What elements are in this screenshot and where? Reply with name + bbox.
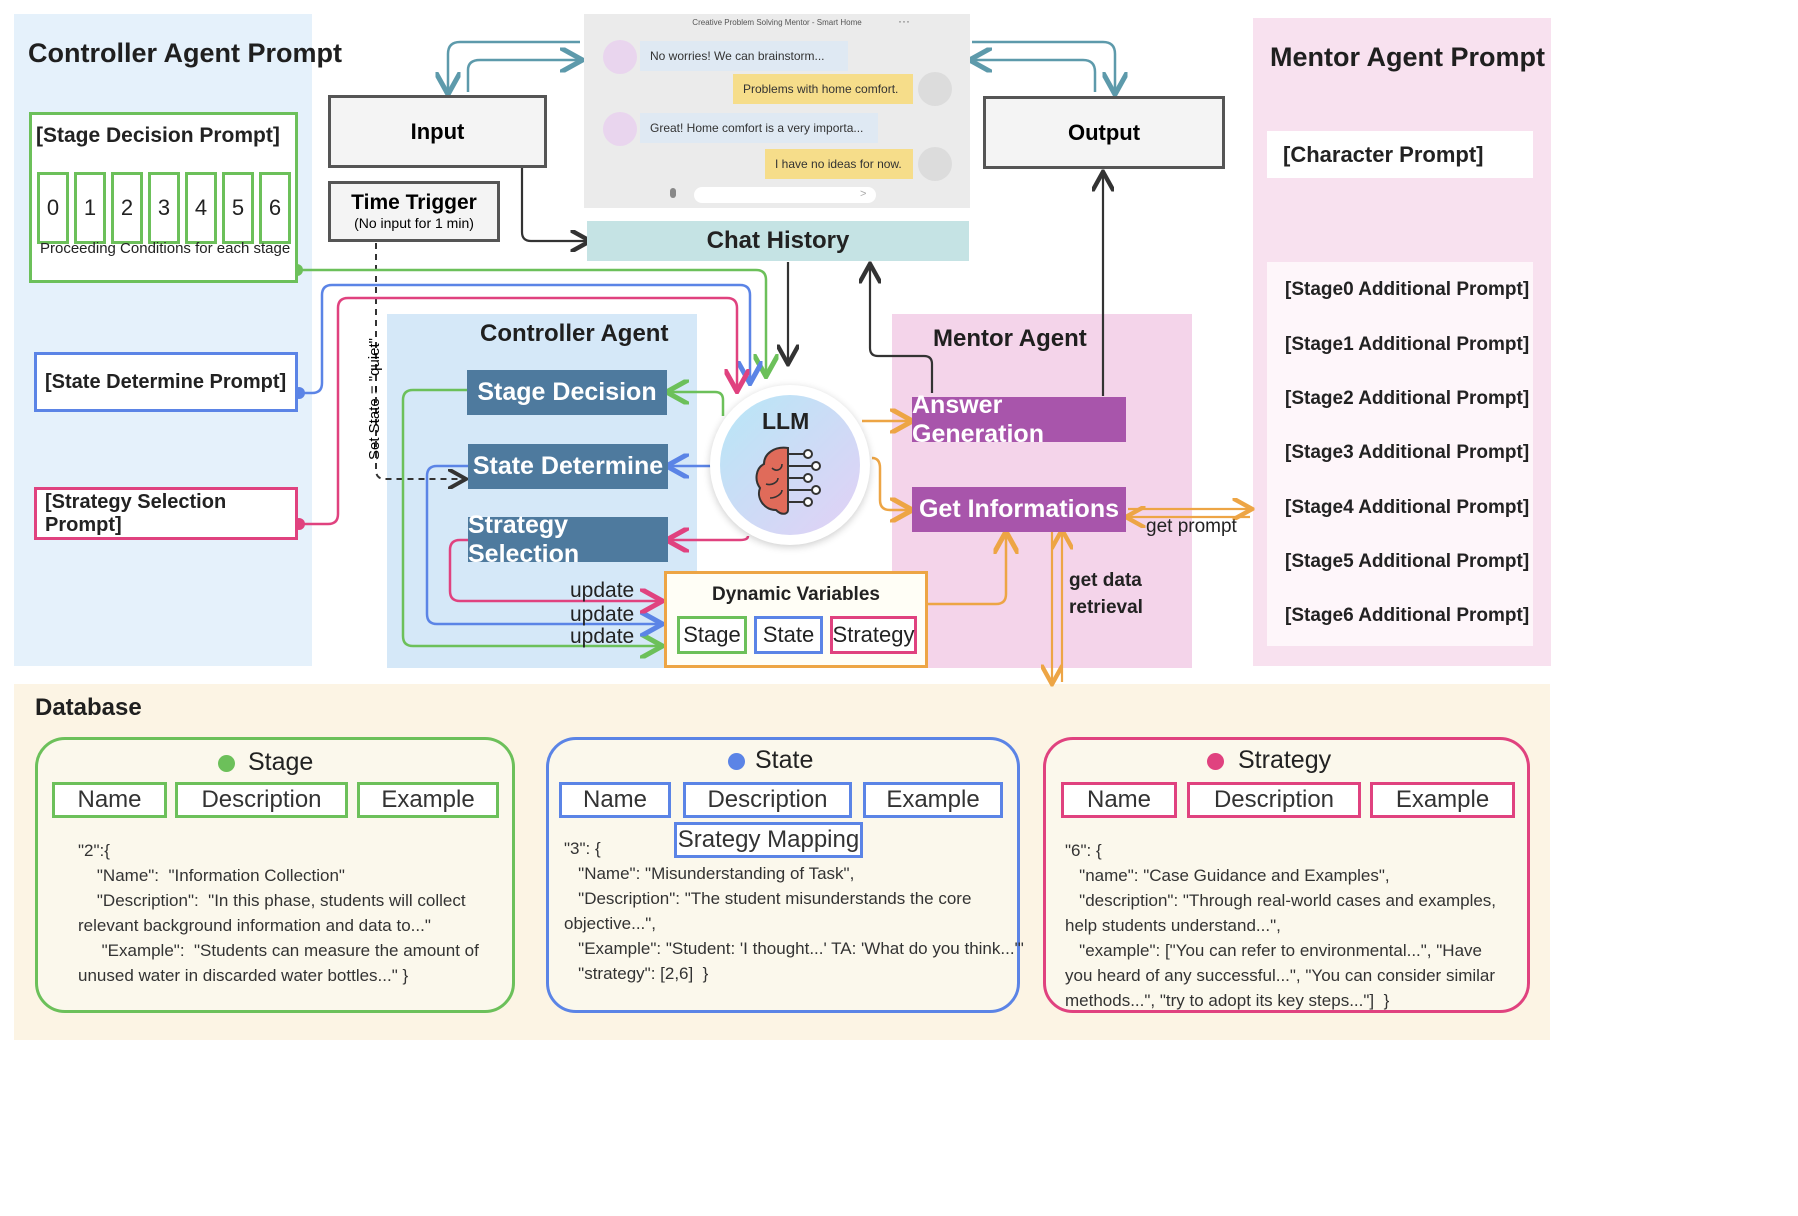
llm-label: LLM — [762, 408, 810, 434]
bot-avatar — [603, 112, 637, 146]
strategy-selection-block: Strategy Selection — [468, 511, 668, 568]
get-informations-block: Get Informations — [912, 487, 1126, 532]
chat-message-bot: No worries! We can brainstorm... — [640, 41, 848, 71]
stage-col-example: Example — [357, 782, 499, 818]
stage-number-box: 2 — [111, 172, 143, 244]
update-label: update — [570, 579, 635, 602]
state-col-name: Name — [559, 782, 671, 818]
chat-input-field[interactable] — [694, 187, 876, 203]
state-variable: State — [754, 616, 823, 654]
character-prompt-box: [Character Prompt] — [1267, 131, 1533, 178]
chat-menu-icon[interactable]: ··· — [898, 14, 910, 28]
retrieval-label: retrieval — [1069, 597, 1143, 618]
get-data-label: get data — [1069, 570, 1142, 591]
chat-message-user: I have no ideas for now. — [765, 149, 913, 179]
strategy-example-record: "6": { "name": "Case Guidance and Exampl… — [1065, 841, 1497, 1010]
state-col-description: Description — [683, 782, 852, 818]
stage-example-record: "2":{ "Name": "Information Collection" "… — [78, 841, 479, 985]
stage-number-box: 5 — [222, 172, 254, 244]
state-col-example: Example — [863, 782, 1003, 818]
chat-window-title: Creative Problem Solving Mentor - Smart … — [692, 18, 862, 27]
stage-col-description: Description — [175, 782, 348, 818]
stage-dot-icon — [218, 755, 235, 772]
user-avatar — [918, 147, 952, 181]
state-example-record: "3": { "Name": "Misunderstanding of Task… — [564, 839, 1024, 983]
chat-message-user: Problems with home comfort. — [733, 74, 913, 104]
set-state-label: Set State = "quiet" — [366, 338, 383, 460]
stage-number-box: 3 — [148, 172, 180, 244]
time-trigger-box: Time Trigger (No input for 1 min) — [328, 181, 500, 242]
strategy-dot-icon — [1207, 753, 1224, 770]
microphone-icon[interactable] — [670, 188, 676, 198]
time-trigger-subtitle: (No input for 1 min) — [354, 215, 474, 231]
state-dot-icon — [728, 753, 745, 770]
proceeding-conditions-label: Proceeding Conditions for each stage — [40, 240, 291, 257]
stage-variable: Stage — [677, 616, 747, 654]
chat-message-bot: Great! Home comfort is a very importa... — [640, 113, 878, 143]
controller-agent-title: Controller Agent — [480, 320, 669, 347]
stage-additional-prompt: [Stage2 Additional Prompt] — [1285, 388, 1530, 409]
send-icon[interactable]: > — [860, 188, 867, 200]
answer-generation-block: Answer Generation — [912, 391, 1126, 448]
stage-additional-prompt: [Stage5 Additional Prompt] — [1285, 551, 1530, 572]
strategy-variable: Strategy — [830, 616, 917, 654]
state-table-title: State — [755, 746, 814, 774]
strategy-table-title: Strategy — [1238, 746, 1332, 774]
stage-additional-prompt: [Stage3 Additional Prompt] — [1285, 442, 1530, 463]
mentor-prompt-title: Mentor Agent Prompt — [1270, 42, 1545, 72]
stage-additional-prompt: [Stage4 Additional Prompt] — [1285, 497, 1530, 518]
output-box: Output — [983, 96, 1225, 169]
controller-prompt-title: Controller Agent Prompt — [28, 38, 342, 68]
stage-prompts-box — [1267, 262, 1533, 646]
stage-additional-prompt: [Stage6 Additional Prompt] — [1285, 605, 1530, 626]
time-trigger-title: Time Trigger — [351, 191, 477, 214]
brain-icon — [755, 446, 821, 515]
stage-col-name: Name — [52, 782, 167, 818]
state-col-strategy-mapping: Srategy Mapping — [674, 822, 863, 858]
strategy-col-name: Name — [1061, 782, 1177, 818]
stage-number-box: 0 — [37, 172, 69, 244]
stage-number-box: 4 — [185, 172, 217, 244]
user-avatar — [918, 72, 952, 106]
update-label: update — [570, 603, 635, 626]
stage-additional-prompt: [Stage0 Additional Prompt] — [1285, 279, 1530, 300]
state-determine-block: State Determine — [468, 444, 668, 489]
bot-avatar — [603, 40, 637, 74]
database-title: Database — [35, 694, 142, 721]
strategy-col-example: Example — [1370, 782, 1515, 818]
stage-table-title: Stage — [248, 748, 314, 776]
stage-number-box: 1 — [74, 172, 106, 244]
state-determine-prompt-box: [State Determine Prompt] — [34, 352, 298, 412]
update-label: update — [570, 625, 635, 648]
stage-decision-block: Stage Decision — [467, 370, 667, 415]
strategy-selection-prompt-box: [Strategy Selection Prompt] — [34, 487, 298, 540]
stage-additional-prompt: [Stage1 Additional Prompt] — [1285, 334, 1530, 355]
input-box: Input — [328, 95, 547, 168]
get-prompt-label: get prompt — [1146, 516, 1237, 537]
chat-history-box: Chat History — [587, 221, 969, 261]
strategy-col-description: Description — [1187, 782, 1361, 818]
stage-number-box: 6 — [259, 172, 291, 244]
mentor-agent-title: Mentor Agent — [933, 325, 1087, 352]
dynamic-variables-title: Dynamic Variables — [712, 584, 880, 605]
stage-decision-prompt-label: [Stage Decision Prompt] — [36, 124, 280, 147]
